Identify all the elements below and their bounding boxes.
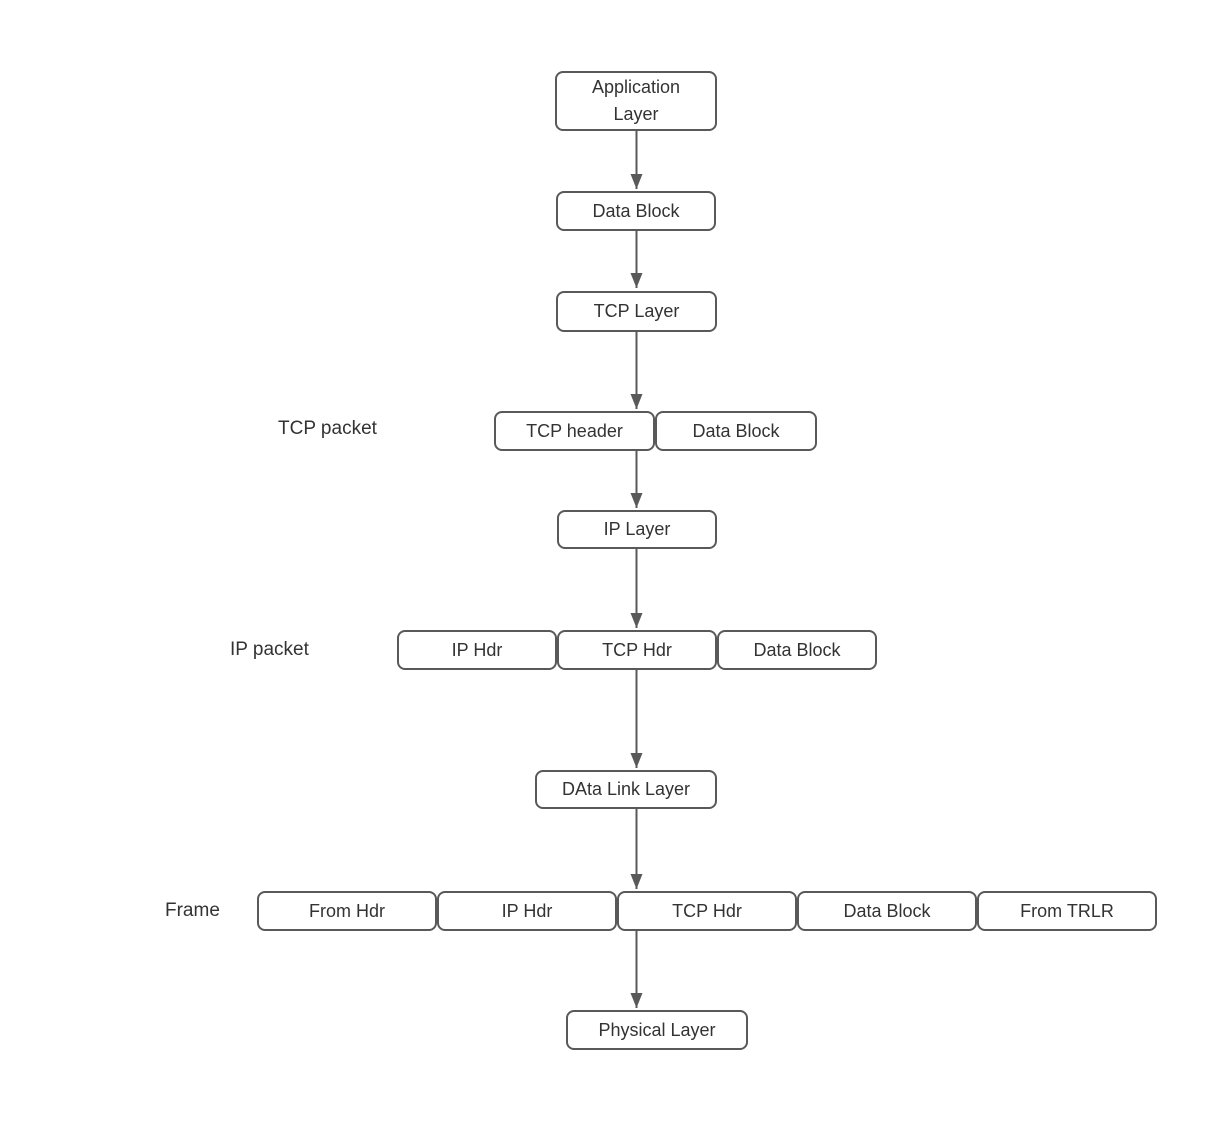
label-frame: Frame [165,900,220,921]
node-ip-hdr-ip-row: IP Hdr [397,630,557,670]
node-ip-layer: IP Layer [557,510,717,549]
node-from-hdr: From Hdr [257,891,437,931]
node-from-trlr: From TRLR [977,891,1157,931]
node-tcp-header: TCP header [494,411,655,451]
node-physical-layer: Physical Layer [566,1010,748,1050]
node-data-link-layer: DAta Link Layer [535,770,717,809]
label-tcp-packet: TCP packet [278,418,377,439]
node-data-block-frame-row: Data Block [797,891,977,931]
label-ip-packet: IP packet [230,639,309,660]
node-tcp-hdr-ip-row: TCP Hdr [557,630,717,670]
node-tcp-hdr-frame-row: TCP Hdr [617,891,797,931]
node-data-block-tcp-row: Data Block [655,411,817,451]
node-application-layer: Application Layer [555,71,717,131]
node-ip-hdr-frame-row: IP Hdr [437,891,617,931]
node-data-block-top: Data Block [556,191,716,231]
node-tcp-layer: TCP Layer [556,291,717,332]
node-data-block-ip-row: Data Block [717,630,877,670]
